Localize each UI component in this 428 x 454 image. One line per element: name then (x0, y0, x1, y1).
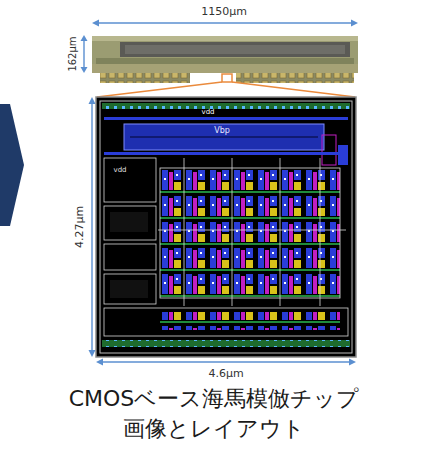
chevron (0, 104, 24, 226)
chip-photo (92, 36, 358, 97)
net-label: vdd (201, 109, 214, 116)
caption: CMOSベース海馬模倣チップ 画像とレイアウト (14, 384, 414, 443)
dimension-label: 4.27μm (74, 206, 85, 248)
dimension-label: 4.6μm (208, 368, 243, 379)
net-label: vdd (113, 167, 126, 174)
layout-view (96, 97, 356, 357)
dimension-label: 162μm (68, 36, 78, 71)
dimension-label: 1150μm (201, 6, 247, 17)
dimension-arrow (81, 20, 359, 366)
net-label: Vbp (214, 127, 230, 135)
